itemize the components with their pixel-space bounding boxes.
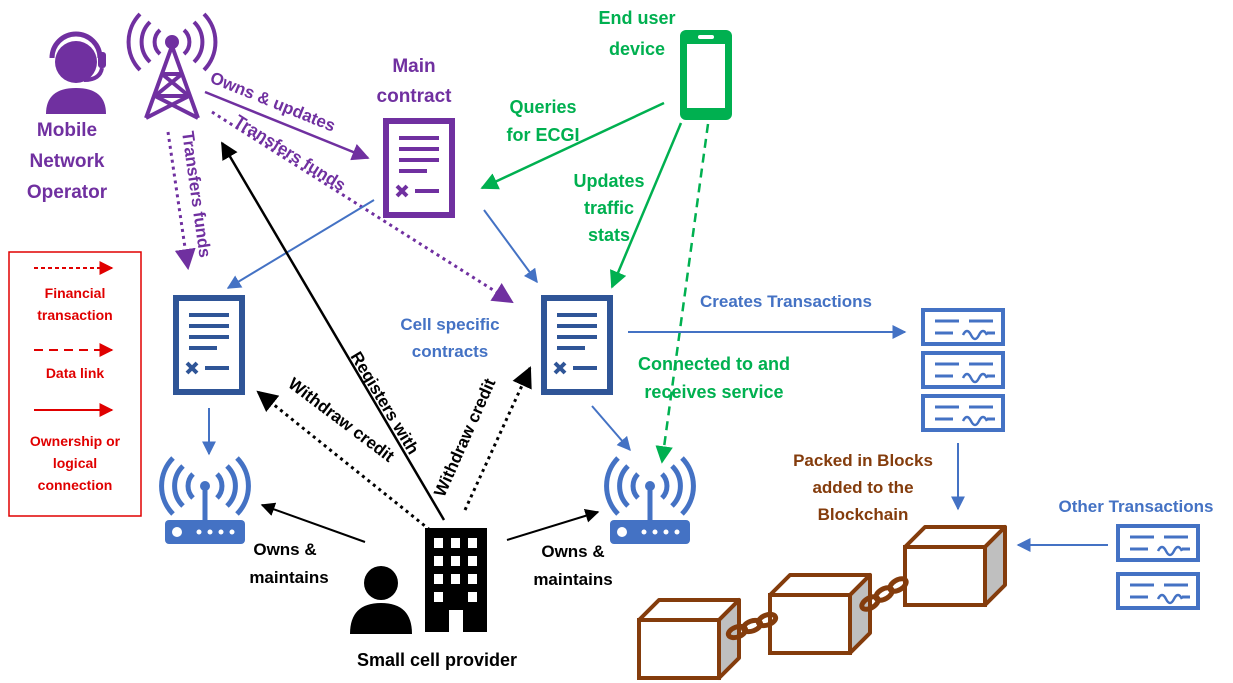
cell-contract-left-icon — [176, 298, 242, 392]
other-transactions-label: Other Transactions — [1059, 497, 1214, 516]
updates-traffic-label-line1: Updates — [573, 171, 644, 191]
mno-label-line2: Network — [30, 151, 105, 172]
queries-label-line2: for ECGI — [506, 125, 579, 145]
block-cube-icon — [637, 598, 741, 680]
right-contract-to-router-arrow — [591, 405, 631, 452]
chain-link-icon — [725, 611, 779, 641]
legend: Financial transaction Data link Ownershi… — [8, 251, 142, 517]
connected-label-line1: Connected to and — [638, 354, 790, 374]
main-to-left-contract-arrow — [226, 199, 375, 289]
end-user-label-line2: device — [609, 39, 665, 59]
main-contract-label-line2: contract — [377, 86, 453, 107]
small-cell-provider-label: Small cell provider — [357, 650, 517, 670]
cell-specific-label-line1: Cell specific — [400, 315, 499, 334]
transaction-record-icon — [921, 308, 1005, 346]
transaction-record-icon — [1116, 524, 1200, 562]
packed-blocks-label-line3: Blockchain — [818, 505, 909, 524]
packed-blocks-label-line1: Packed in Blocks — [793, 451, 933, 470]
cell-tower-icon — [126, 12, 218, 120]
mno-label-line3: Operator — [27, 182, 108, 203]
data-link-arrow — [655, 123, 710, 464]
updates-traffic-label-line3: stats — [588, 225, 630, 245]
main-contract-label-line1: Main — [392, 56, 435, 77]
legend-financial-line2: transaction — [37, 307, 112, 323]
legend-financial-line1: Financial — [45, 285, 106, 301]
transfers-funds-left-arrow — [166, 131, 196, 271]
creates-transactions-label: Creates Transactions — [700, 292, 872, 311]
legend-data-link-label: Data link — [46, 365, 105, 381]
legend-ownership-line1: Ownership or — [30, 433, 121, 449]
registers-with-arrow — [220, 141, 446, 521]
owns-maintains-left-line1: Owns & — [253, 540, 316, 559]
wireless-router-left-icon — [162, 458, 249, 544]
owns-updates-arrow — [204, 90, 370, 161]
legend-ownership-line2: logical — [53, 455, 97, 471]
connected-label-line2: receives service — [644, 382, 783, 402]
transaction-record-icon — [921, 394, 1005, 432]
owns-maintains-right-arrow — [506, 509, 600, 541]
withdraw-credit-right-arrow — [463, 366, 532, 511]
person-icon — [350, 566, 412, 634]
owns-maintains-left-line2: maintains — [249, 568, 328, 587]
queries-arrow — [480, 101, 665, 190]
cell-contract-right-icon — [544, 298, 610, 392]
legend-ownership-line3: connection — [38, 477, 113, 493]
cell-specific-label-line2: contracts — [412, 342, 489, 361]
block-cube-icon — [903, 525, 1007, 607]
block-cube-icon — [768, 573, 872, 655]
chain-link-icon — [859, 576, 909, 612]
mno-label-line1: Mobile — [37, 120, 97, 141]
office-building-icon — [425, 528, 487, 632]
updates-traffic-arrow — [610, 122, 683, 289]
owns-maintains-right-line1: Owns & — [541, 542, 604, 561]
updates-traffic-label-line2: traffic — [584, 198, 634, 218]
packed-blocks-label-line2: added to the — [812, 478, 913, 497]
owns-maintains-left-arrow — [260, 502, 366, 543]
operator-headset-icon — [46, 31, 106, 114]
withdraw-credit-left-arrow — [256, 390, 431, 532]
withdraw-credit-right-label: Withdraw credit — [430, 375, 499, 499]
transaction-record-icon — [921, 351, 1005, 389]
end-user-label-line1: End user — [598, 8, 675, 28]
main-contract-icon — [386, 121, 452, 215]
main-to-right-contract-arrow — [483, 209, 538, 284]
owns-maintains-right-line2: maintains — [533, 570, 612, 589]
wireless-router-right-icon — [607, 458, 694, 544]
transfers-funds-left-label: Transfers funds — [178, 130, 215, 259]
queries-label-line1: Queries — [509, 97, 576, 117]
smartphone-icon — [680, 30, 732, 120]
transaction-record-icon — [1116, 572, 1200, 610]
